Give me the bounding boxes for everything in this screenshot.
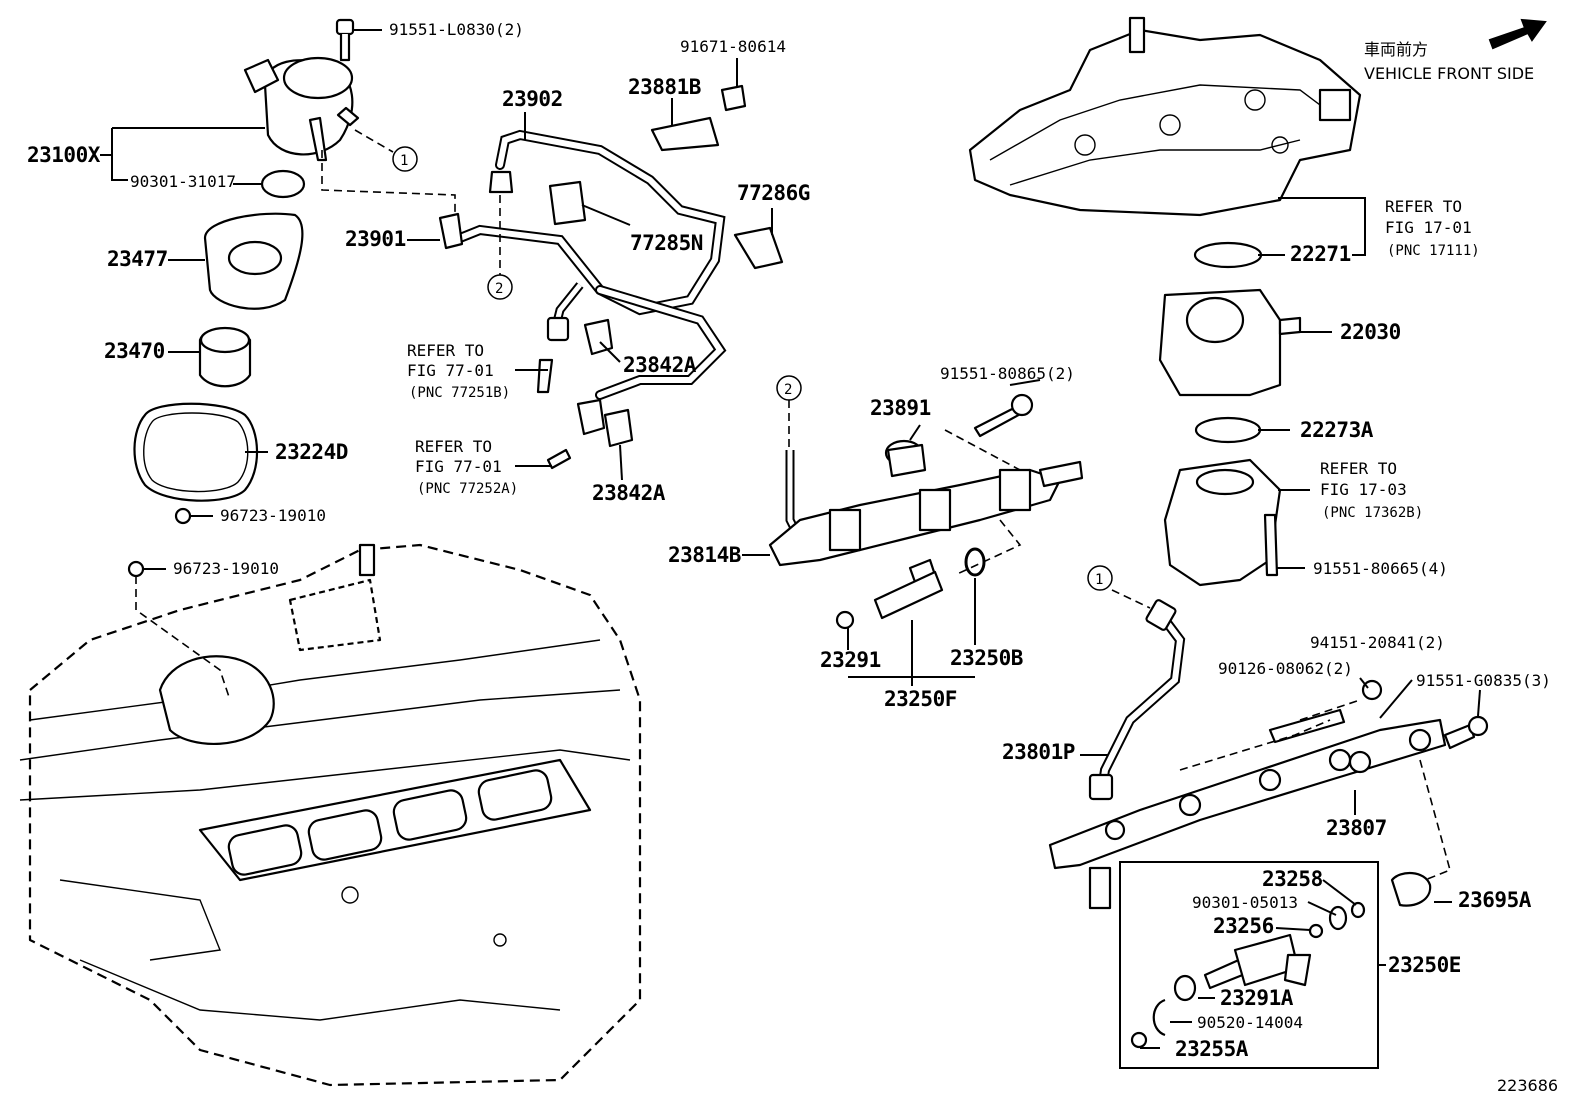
part-23258: 23258 — [1262, 867, 1323, 891]
callout-2a: 2 — [495, 281, 504, 297]
ref-b-fig: FIG 77-01 — [415, 457, 502, 476]
ref-a-refer: REFER TO — [407, 341, 485, 360]
part-23891: 23891 — [870, 396, 931, 420]
arrow-front-icon — [1488, 18, 1547, 50]
part-23256: 23256 — [1213, 914, 1274, 938]
part-77285N: 77285N — [630, 231, 703, 255]
orientation-english-label: VEHICLE FRONT SIDE — [1364, 64, 1535, 83]
part-23881B: 23881B — [628, 75, 701, 99]
part-23291: 23291 — [820, 648, 881, 672]
part-23477: 23477 — [107, 247, 168, 271]
part-90301-31017: 90301-31017 — [130, 172, 236, 191]
ref-c-pnc: (PNC 17111) — [1387, 243, 1480, 259]
part-23250E: 23250E — [1388, 953, 1461, 977]
part-22030: 22030 — [1340, 320, 1401, 344]
delivery-pipe-left-drawing — [768, 393, 1084, 630]
intake-manifold-drawing — [968, 16, 1362, 587]
part-90126-08062: 90126-08062(2) — [1218, 659, 1353, 678]
part-96723-19010-a: 96723-19010 — [220, 506, 326, 525]
ref-b-refer: REFER TO — [415, 437, 493, 456]
callout-circle-1a — [392, 146, 418, 172]
part-23291A: 23291A — [1220, 986, 1293, 1010]
part-23250B: 23250B — [950, 646, 1023, 670]
part-77286G: 77286G — [737, 181, 810, 205]
part-23842A-b: 23842A — [592, 481, 665, 505]
part-96723-19010-b: 96723-19010 — [173, 559, 279, 578]
callout-1b: 1 — [1095, 572, 1104, 588]
part-23255A: 23255A — [1175, 1037, 1248, 1061]
callout-1a: 1 — [400, 153, 409, 169]
callout-2b: 2 — [784, 382, 793, 398]
part-23814B: 23814B — [668, 543, 741, 567]
delivery-pipe-right-drawing — [1048, 599, 1489, 910]
part-91551-G0835: 91551-G0835(3) — [1416, 671, 1551, 690]
part-23100X: 23100X — [27, 143, 100, 167]
ref-d-pnc: (PNC 17362B) — [1322, 505, 1424, 521]
part-90301-05013: 90301-05013 — [1192, 893, 1298, 912]
part-23224D: 23224D — [275, 440, 348, 464]
part-23807: 23807 — [1326, 816, 1387, 840]
part-90520-14004: 90520-14004 — [1197, 1013, 1303, 1032]
engine-block-drawing — [19, 543, 642, 1087]
fuel-hoses-drawing — [438, 84, 784, 470]
fuel-pump-drawing — [127, 18, 360, 701]
ref-c-refer: REFER TO — [1385, 197, 1463, 216]
part-23901: 23901 — [345, 227, 406, 251]
ref-b-pnc: (PNC 77252A) — [417, 481, 519, 497]
part-91551-80665: 91551-80665(4) — [1313, 559, 1448, 578]
part-23801P: 23801P — [1002, 740, 1075, 764]
part-91671-80614: 91671-80614 — [680, 37, 786, 56]
ref-a-pnc: (PNC 77251B) — [409, 385, 511, 401]
part-22273A: 22273A — [1300, 418, 1373, 442]
part-23250F: 23250F — [884, 687, 957, 711]
part-23695A: 23695A — [1458, 888, 1531, 912]
ref-a-fig: FIG 77-01 — [407, 361, 494, 380]
part-94151-20841: 94151-20841(2) — [1310, 633, 1445, 652]
part-23842A-a: 23842A — [623, 353, 696, 377]
part-23902: 23902 — [502, 87, 563, 111]
orientation-japanese-label: 車両前方 — [1364, 40, 1429, 59]
dashed-relations — [321, 129, 1451, 881]
ref-c-fig: FIG 17-01 — [1385, 218, 1472, 237]
leader-lines — [100, 29, 1481, 1049]
part-23470: 23470 — [104, 339, 165, 363]
part-91551-80865: 91551-80865(2) — [940, 364, 1075, 383]
figure-number: 223686 — [1497, 1076, 1559, 1095]
part-91551-L0830: 91551-L0830(2) — [389, 20, 524, 39]
callout-markers — [392, 146, 1113, 591]
callout-circle-1b — [1087, 565, 1113, 591]
ref-d-refer: REFER TO — [1320, 459, 1398, 478]
part-22271: 22271 — [1290, 242, 1351, 266]
ref-d-fig: FIG 17-03 — [1320, 480, 1407, 499]
